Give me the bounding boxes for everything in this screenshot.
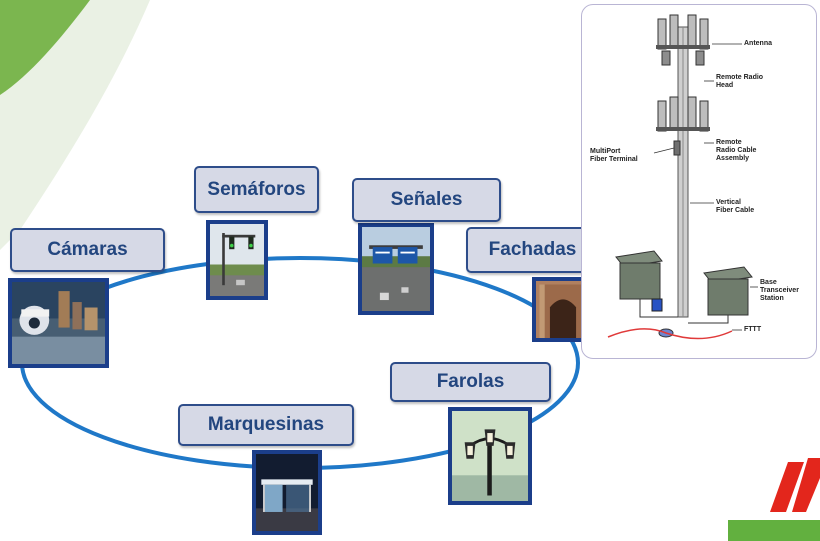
tower-label-vertical: Vertical Fiber Cable — [716, 199, 755, 214]
base-station-left — [615, 250, 663, 300]
node-label-semaforos: Semáforos — [194, 166, 319, 213]
farolas-photo — [448, 407, 532, 505]
antenna-array-middle — [656, 96, 710, 156]
tower-label-antenna: Antenna — [744, 40, 772, 47]
tower-label-fttt: FTTT — [744, 326, 762, 333]
antenna-array-top — [656, 14, 710, 66]
senales-photo — [358, 223, 434, 315]
node-label-camaras: Cámaras — [10, 228, 165, 272]
tower-label-multiport: MultiPort Fiber Terminal — [590, 148, 638, 163]
camaras-photo — [8, 278, 109, 368]
node-label-fachadas: Fachadas — [466, 227, 599, 273]
green-swoosh — [0, 0, 90, 95]
cell-tower-diagram: Antenna Remote Radio Head Remote Radio C… — [581, 4, 817, 359]
base-station-right — [703, 266, 753, 316]
marquesinas-photo — [252, 450, 322, 535]
tower-drawing — [607, 14, 758, 340]
node-label-marquesinas: Marquesinas — [178, 404, 354, 446]
tower-label-bts: Base Transceiver Station — [760, 279, 799, 302]
brand-logo — [728, 458, 820, 541]
semaforos-photo — [206, 220, 268, 300]
tower-label-rrh: Remote Radio Head — [716, 74, 764, 89]
tower-label-rrca: Remote Radio Cable Assembly — [716, 139, 757, 162]
node-label-senales: Señales — [352, 178, 501, 222]
node-label-farolas: Farolas — [390, 362, 551, 402]
